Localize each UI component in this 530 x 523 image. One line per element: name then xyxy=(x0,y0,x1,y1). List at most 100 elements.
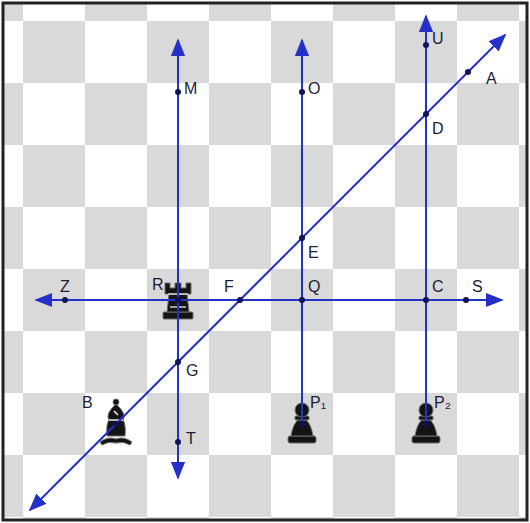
board-square xyxy=(333,83,395,145)
point-label: R xyxy=(152,276,164,294)
board-square xyxy=(395,455,457,517)
board-square xyxy=(209,4,271,21)
point-dot xyxy=(62,297,68,303)
board-square xyxy=(457,455,519,517)
point-label: E xyxy=(308,244,319,262)
board-square xyxy=(457,83,519,145)
board-square xyxy=(333,455,395,517)
point-label: S xyxy=(472,278,483,296)
board-square xyxy=(85,83,147,145)
board-square xyxy=(85,455,147,517)
board-square xyxy=(23,331,85,393)
point-dots xyxy=(62,42,471,445)
point-label: G xyxy=(186,362,198,380)
diagonal-line xyxy=(30,35,505,510)
board-square xyxy=(4,83,23,145)
board-square xyxy=(209,83,271,145)
board-square xyxy=(519,21,526,83)
point-dot xyxy=(299,235,305,241)
board-square xyxy=(457,145,519,207)
board-square xyxy=(23,4,85,21)
point-label: A xyxy=(486,70,497,88)
board-square xyxy=(333,207,395,269)
board-square xyxy=(85,331,147,393)
board-square xyxy=(519,269,526,331)
board-square xyxy=(519,207,526,269)
vertical-line xyxy=(177,40,179,478)
board-square xyxy=(333,4,395,21)
point-label: Q xyxy=(308,278,320,296)
point-dot xyxy=(175,89,181,95)
board-square xyxy=(85,21,147,83)
point-label: C xyxy=(432,278,444,296)
point-label: U xyxy=(432,30,444,48)
board-square xyxy=(23,393,85,455)
point-dot xyxy=(175,297,181,303)
vertical-ray xyxy=(301,40,303,424)
board-square xyxy=(4,207,23,269)
board-square xyxy=(209,145,271,207)
board-square xyxy=(23,83,85,145)
bishop-piece xyxy=(100,399,132,445)
point-label: P₂ xyxy=(434,394,451,412)
point-label: D xyxy=(432,120,444,138)
board-square xyxy=(4,269,23,331)
point-dot xyxy=(237,297,243,303)
board-square xyxy=(333,331,395,393)
board-square xyxy=(209,331,271,393)
board-square xyxy=(333,393,395,455)
board-square xyxy=(519,331,526,393)
board-square xyxy=(271,455,333,517)
board-square xyxy=(23,145,85,207)
board-square xyxy=(519,393,526,455)
point-label: F xyxy=(224,278,234,296)
point-dot xyxy=(423,42,429,48)
point-dot xyxy=(113,421,119,427)
board-square xyxy=(333,21,395,83)
board-square xyxy=(271,4,333,21)
board-square xyxy=(85,207,147,269)
board-square xyxy=(209,393,271,455)
board-square xyxy=(519,145,526,207)
board-square xyxy=(23,21,85,83)
board-square xyxy=(457,393,519,455)
board-square xyxy=(4,331,23,393)
board-square xyxy=(85,145,147,207)
board-square xyxy=(147,4,209,21)
point-dot xyxy=(423,111,429,117)
vertical-ray xyxy=(425,16,427,424)
board-square xyxy=(23,207,85,269)
point-dot xyxy=(423,297,429,303)
point-dot xyxy=(423,421,429,427)
point-dot xyxy=(463,297,469,303)
board-square xyxy=(457,4,519,21)
point-dot xyxy=(299,297,305,303)
point-label: B xyxy=(82,394,93,412)
board-square xyxy=(209,21,271,83)
point-label: Z xyxy=(60,278,70,296)
horizontal-line xyxy=(36,299,502,301)
board-square xyxy=(4,4,23,21)
point-label: M xyxy=(184,80,197,98)
point-dot xyxy=(175,359,181,365)
point-dot xyxy=(299,89,305,95)
board-square xyxy=(4,455,23,517)
board-square xyxy=(457,331,519,393)
board-square xyxy=(85,4,147,21)
point-label: T xyxy=(186,430,196,448)
board-frame xyxy=(3,3,527,520)
board-square xyxy=(457,207,519,269)
point-dot xyxy=(175,439,181,445)
point-dot xyxy=(465,69,471,75)
board-squares xyxy=(4,4,526,519)
board-square xyxy=(4,393,23,455)
board-square xyxy=(209,207,271,269)
point-label: O xyxy=(308,80,320,98)
board-square xyxy=(519,83,526,145)
point-label: P₁ xyxy=(310,394,326,412)
board-square xyxy=(519,455,526,517)
board-square xyxy=(4,21,23,83)
board-square xyxy=(519,4,526,21)
